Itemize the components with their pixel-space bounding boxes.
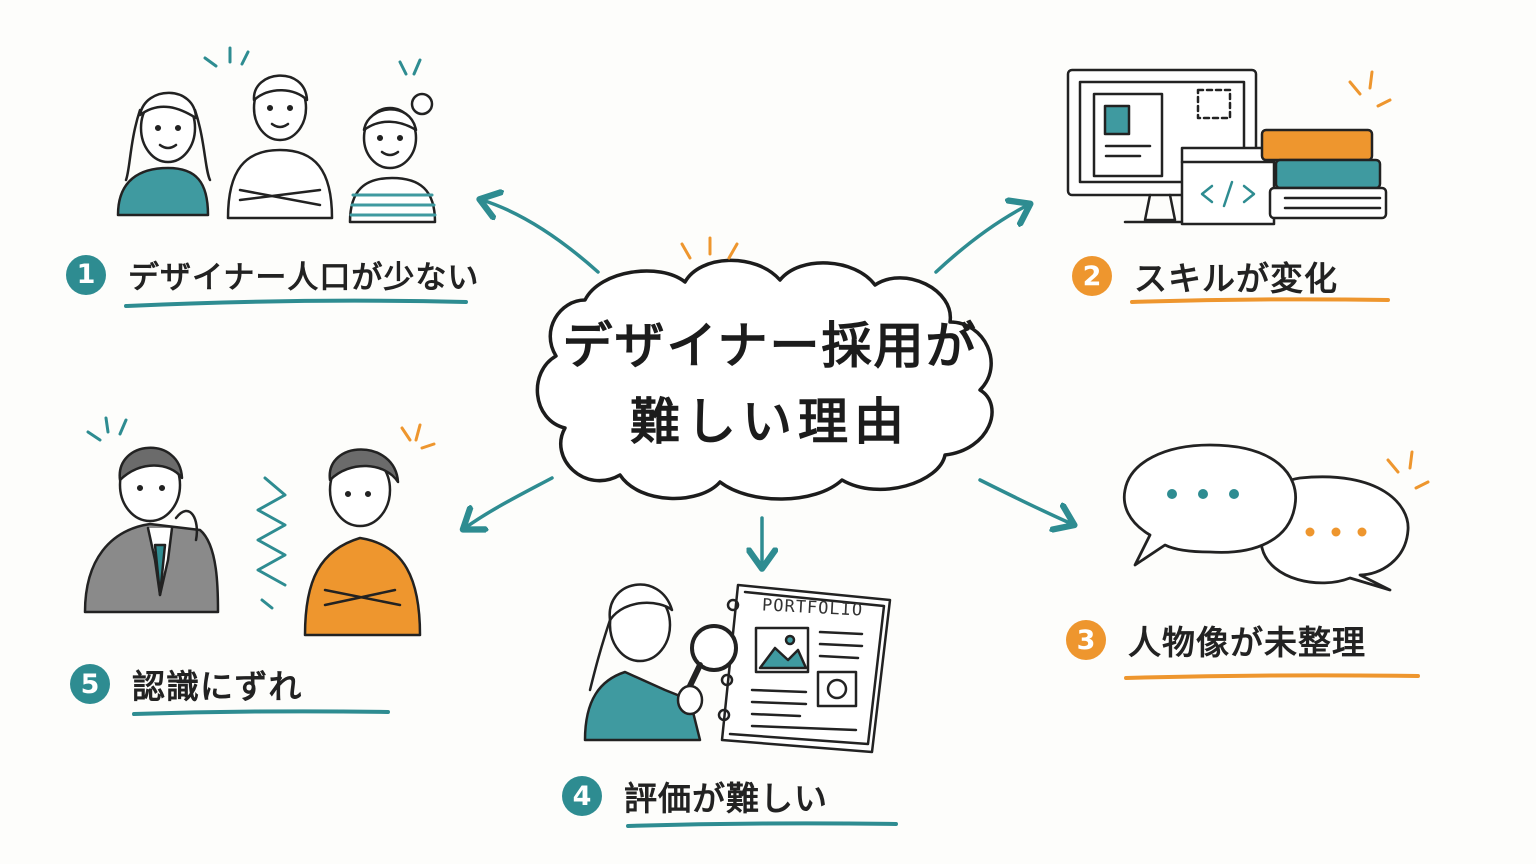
portfolio-review-icon [583, 583, 892, 754]
reason-label-5: 認識にずれ [132, 667, 303, 706]
speech-bubbles-icon [1122, 443, 1430, 592]
central-cloud [535, 258, 994, 501]
underline-2 [1130, 297, 1390, 304]
underline-1 [124, 298, 468, 308]
cloud-sparks-icon [680, 236, 739, 260]
reason-label-2: スキルが変化 [1134, 259, 1338, 298]
central-title-line2: 難しい理由 [630, 393, 910, 451]
central-title-line1: デザイナー採用が [562, 317, 978, 375]
computer-and-books-icon [1066, 68, 1392, 226]
underline-3 [1124, 673, 1420, 680]
underline-4 [626, 821, 898, 828]
number-badge-4: 4 [562, 776, 602, 816]
reason-item-3: 3 人物像が未整理 [1066, 616, 1366, 664]
connector-arrows [465, 200, 1072, 566]
reason-item-4: 4 評価が難しい [562, 772, 828, 820]
reason-label-3: 人物像が未整理 [1128, 623, 1366, 662]
central-title: デザイナー採用が 難しい理由 [520, 308, 1020, 460]
reason-label-1: デザイナー人口が少ない [128, 260, 480, 296]
reason-label-4: 評価が難しい [624, 779, 828, 818]
underline-5 [132, 709, 390, 716]
reason-item-5: 5 認識にずれ [70, 660, 302, 708]
reason-item-1: 1 デザイナー人口が少ない [66, 252, 479, 297]
reason-item-2: 2 スキルが変化 [1072, 252, 1338, 300]
number-badge-2: 2 [1072, 256, 1112, 296]
number-badge-3: 3 [1066, 620, 1106, 660]
number-badge-5: 5 [70, 664, 110, 704]
designers-group-icon [116, 46, 437, 224]
misunderstanding-people-icon [83, 416, 436, 637]
number-badge-1: 1 [66, 254, 106, 295]
